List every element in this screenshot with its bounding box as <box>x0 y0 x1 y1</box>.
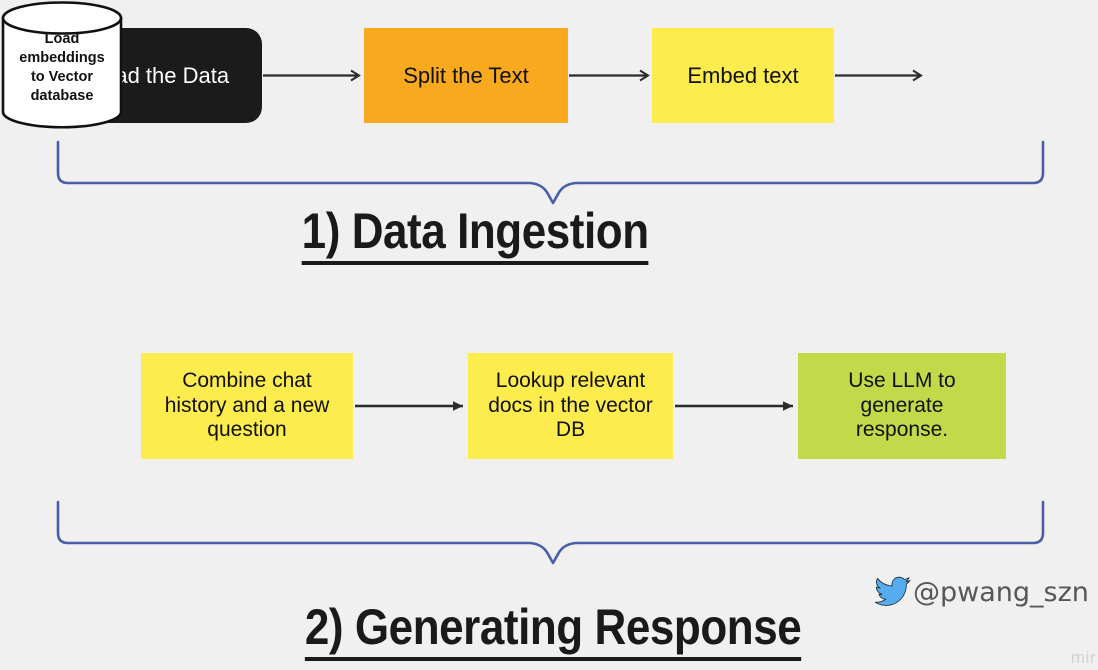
vdb-line-3: to Vector <box>30 69 94 86</box>
node-split-the-text-label: Split the Text <box>403 62 529 88</box>
section-heading-data-ingestion-text: 1) Data Ingestion <box>301 202 649 265</box>
section-heading-generating-response-text: 2) Generating Response <box>304 598 802 661</box>
combine-line-2: history and a new <box>164 393 330 417</box>
watermark-label: mir <box>1070 648 1096 667</box>
lookup-line-2: docs in the vector <box>488 393 653 417</box>
brace-generating-response <box>56 500 1045 565</box>
node-combine-chat-history-label: Combine chat history and a new question <box>165 369 330 443</box>
section-heading-data-ingestion: 1) Data Ingestion <box>0 202 950 265</box>
node-use-llm-generate-response[interactable]: Use LLM to generate response. <box>798 353 1006 459</box>
node-use-llm-generate-response-label: Use LLM to generate response. <box>848 369 955 443</box>
combine-line-1: Combine chat <box>182 368 312 392</box>
node-split-the-text[interactable]: Split the Text <box>364 28 568 123</box>
lookup-line-1: Lookup relevant <box>495 368 646 392</box>
node-embed-text-label: Embed text <box>687 62 799 88</box>
usellm-line-2: generate <box>860 393 944 417</box>
vdb-line-1: Load <box>44 31 80 47</box>
twitter-bird-icon <box>875 576 911 606</box>
node-vector-database[interactable]: Load embeddings to Vector database <box>0 0 124 130</box>
lookup-line-3: DB <box>555 418 586 442</box>
usellm-line-3: response. <box>855 418 949 442</box>
vdb-line-2: embeddings <box>19 50 105 67</box>
author-credit[interactable]: @pwang_szn <box>875 576 1089 608</box>
node-vector-database-label: Load embeddings to Vector database <box>0 30 124 107</box>
node-lookup-relevant-docs[interactable]: Lookup relevant docs in the vector DB <box>468 353 673 459</box>
section-heading-generating-response: 2) Generating Response <box>0 598 1098 661</box>
author-handle: @pwang_szn <box>913 576 1089 608</box>
usellm-line-1: Use LLM to <box>848 368 956 392</box>
brace-data-ingestion <box>56 140 1045 205</box>
node-embed-text[interactable]: Embed text <box>652 28 834 123</box>
vdb-line-4: database <box>30 88 94 105</box>
node-lookup-relevant-docs-label: Lookup relevant docs in the vector DB <box>488 369 653 443</box>
cylinder-icon <box>1 1 123 129</box>
node-combine-chat-history[interactable]: Combine chat history and a new question <box>141 353 353 459</box>
combine-line-3: question <box>207 418 287 442</box>
